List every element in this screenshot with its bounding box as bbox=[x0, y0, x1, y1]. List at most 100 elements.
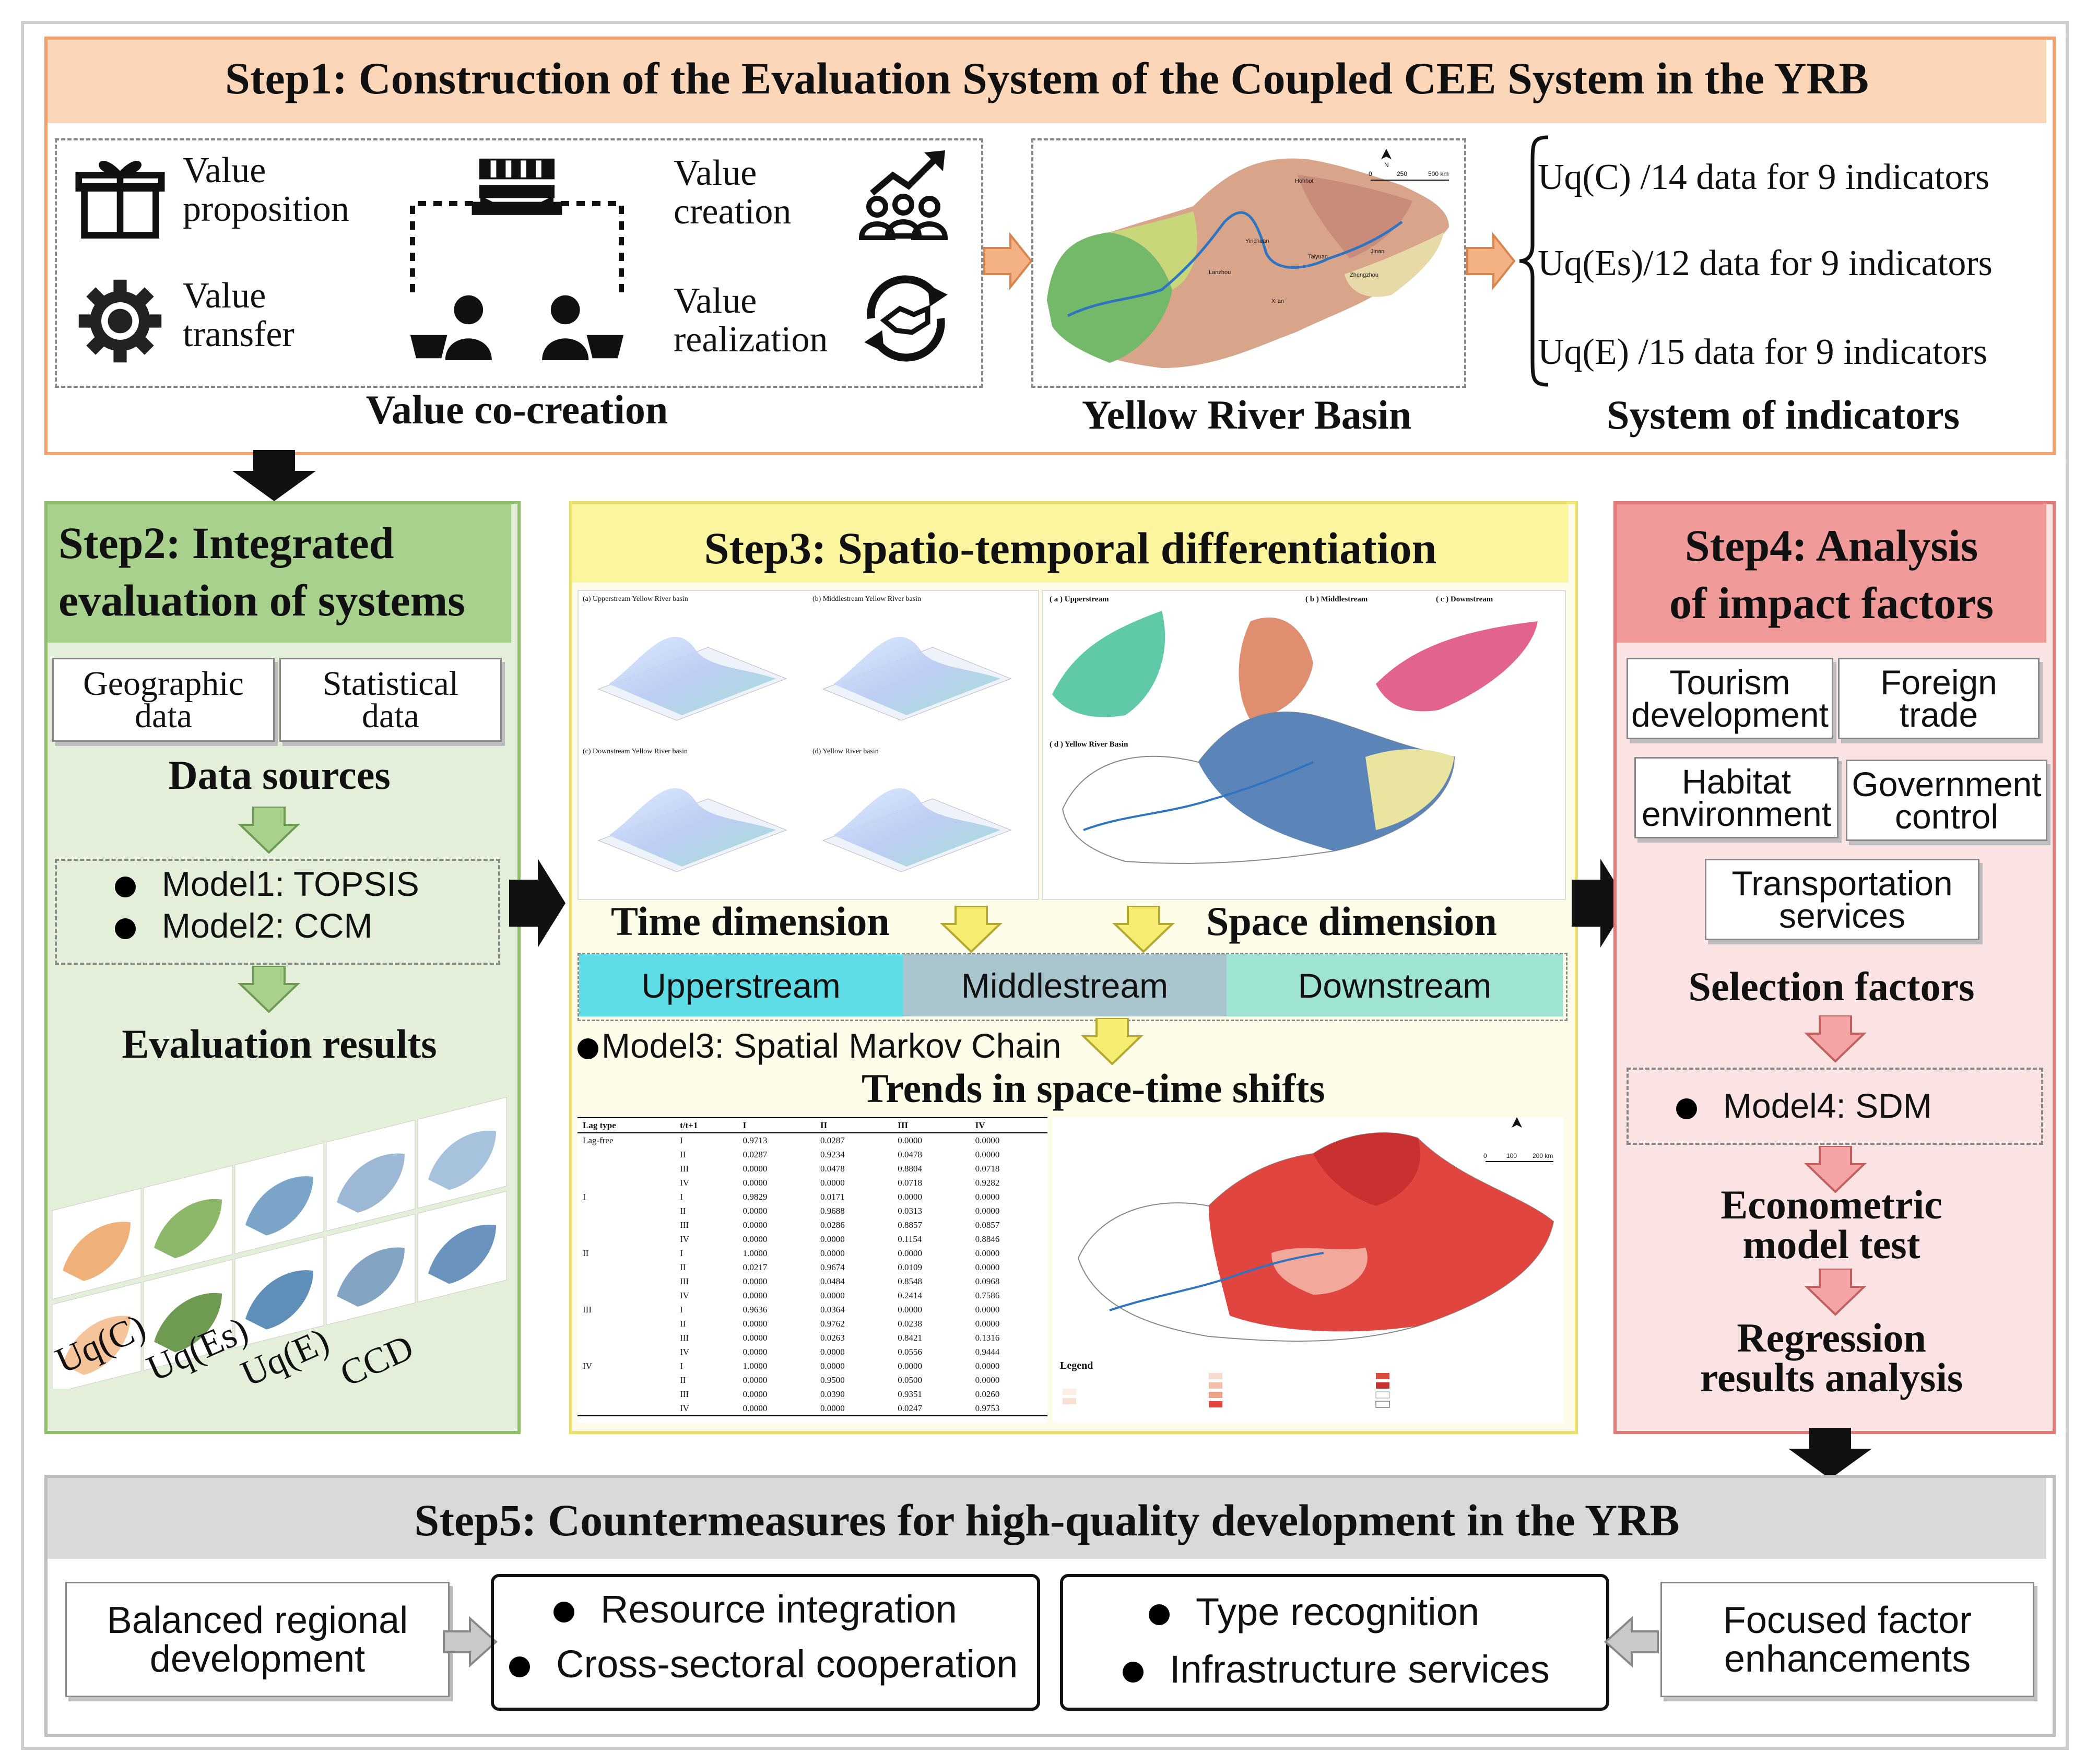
indicator-uqc: Uq(C) /14 data for 9 indicators bbox=[1538, 157, 1990, 197]
table-cell: 0.0556 bbox=[898, 1346, 923, 1357]
step4-title: Step4: Analysis of impact factors bbox=[1617, 517, 2046, 632]
table-cell: 0.9282 bbox=[975, 1177, 1000, 1188]
stream-upper: Upperstream bbox=[579, 954, 903, 1016]
step3-header bbox=[572, 504, 1569, 583]
svg-text:Hohhot: Hohhot bbox=[1295, 178, 1313, 184]
map-title-c: ( c ) Downstream bbox=[1436, 595, 1493, 603]
indicator-uqes: Uq(Es)/12 data for 9 indicators bbox=[1538, 243, 1993, 283]
doc-statistical-data-label: Statistical data bbox=[322, 664, 459, 735]
green-arrow-1 bbox=[238, 807, 300, 854]
table-cell: 0.2414 bbox=[898, 1290, 923, 1300]
map-title-b: ( b ) Middlestream bbox=[1305, 595, 1368, 603]
svg-text:Jinan: Jinan bbox=[1371, 248, 1384, 255]
table-cell: 0.0000 bbox=[898, 1248, 923, 1258]
table-cell: IV bbox=[680, 1177, 690, 1188]
table-cell bbox=[578, 1317, 675, 1331]
table-cell: 0.0287 bbox=[743, 1149, 768, 1159]
table-cell bbox=[578, 1288, 675, 1303]
table-cell: II bbox=[583, 1248, 589, 1258]
yrb-map-label: Yellow River Basin bbox=[1081, 392, 1412, 437]
left-bullet-1: Resource integration bbox=[553, 1587, 957, 1631]
table-cell: 0.0000 bbox=[975, 1375, 1000, 1385]
table-cell: I bbox=[680, 1360, 683, 1371]
doc-balanced-development: Balanced regional development bbox=[65, 1582, 450, 1697]
table-cell: 0.0478 bbox=[898, 1149, 923, 1159]
time-dimension-label: Time dimension bbox=[611, 898, 890, 944]
table-cell: III bbox=[680, 1332, 689, 1343]
doc-tourism-label: Tourism development bbox=[1631, 663, 1829, 734]
table-cell: 0.8857 bbox=[898, 1220, 923, 1230]
table-cell: 0.0478 bbox=[820, 1163, 845, 1174]
step5-header bbox=[48, 1478, 2046, 1559]
table-cell bbox=[578, 1373, 675, 1387]
step4-model-box bbox=[1627, 1068, 2043, 1145]
table-cell: 0.8421 bbox=[898, 1332, 923, 1343]
table-cell bbox=[578, 1204, 675, 1218]
table-cell: III bbox=[680, 1389, 689, 1399]
table-cell: I bbox=[680, 1304, 683, 1315]
surface-title-b: (b) Middlestream Yellow River basin bbox=[812, 595, 922, 603]
table-header-cell: t/t+1 bbox=[680, 1120, 698, 1130]
table-cell: 0.8804 bbox=[898, 1163, 923, 1174]
bullet-icon bbox=[1676, 1098, 1697, 1119]
table-cell: I bbox=[680, 1248, 683, 1258]
table-cell: 0.0000 bbox=[975, 1318, 1000, 1329]
arrow-step1-to-step2 bbox=[232, 450, 316, 501]
table-cell: 0.0000 bbox=[743, 1375, 768, 1385]
table-cell: 0.0238 bbox=[898, 1318, 923, 1329]
step2-title-line1: Step2: Integrated bbox=[58, 518, 394, 568]
svg-text:Yinchuan: Yinchuan bbox=[1245, 238, 1269, 244]
gift-icon bbox=[75, 161, 165, 239]
step1-title: Step1: Construction of the Evaluation Sy… bbox=[225, 53, 1869, 103]
table-cell: 0.0364 bbox=[820, 1304, 845, 1315]
table-cell: 0.0000 bbox=[975, 1262, 1000, 1272]
svg-text:0: 0 bbox=[1369, 170, 1372, 177]
table-header-cell: III bbox=[898, 1120, 909, 1130]
value-proposition-label: Value proposition bbox=[183, 150, 349, 229]
table-cell: 0.0000 bbox=[820, 1177, 845, 1188]
svg-text:500 km: 500 km bbox=[1428, 170, 1448, 177]
table-cell bbox=[578, 1387, 675, 1401]
red-arrow-3 bbox=[1804, 1269, 1867, 1316]
step4-title-line2: of impact factors bbox=[1669, 578, 1994, 628]
svg-text:200 km: 200 km bbox=[1533, 1152, 1553, 1159]
table-header-cell: I bbox=[743, 1120, 747, 1130]
left-bullets-box bbox=[491, 1574, 1040, 1711]
step1-header bbox=[48, 40, 2046, 123]
table-cell: 0.0000 bbox=[743, 1276, 768, 1286]
evaluation-maps-stack bbox=[52, 1097, 507, 1389]
table-cell: 0.0263 bbox=[820, 1332, 845, 1343]
surface-title-d: (d) Yellow River basin bbox=[812, 748, 879, 755]
bullet-icon bbox=[115, 918, 136, 939]
table-cell: III bbox=[583, 1304, 592, 1315]
red-arrow-1 bbox=[1804, 1015, 1867, 1062]
grey-arrow-right bbox=[1604, 1616, 1659, 1668]
table-cell: 0.0000 bbox=[820, 1360, 845, 1371]
value-cocreation-label: Value co-creation bbox=[366, 387, 668, 432]
table-cell: 0.9753 bbox=[975, 1403, 1000, 1413]
table-cell: 0.1316 bbox=[975, 1332, 1000, 1343]
table-cell bbox=[578, 1401, 675, 1416]
model3-label: Model3: Spatial Markov Chain bbox=[602, 1026, 1062, 1065]
bullet-icon bbox=[1123, 1662, 1144, 1683]
table-cell bbox=[578, 1218, 675, 1232]
model1-item: Model1: TOPSIS bbox=[115, 864, 419, 904]
table-cell: 0.0000 bbox=[975, 1304, 1000, 1315]
table-cell: 0.9444 bbox=[975, 1346, 1000, 1357]
table-cell: 0.0286 bbox=[820, 1220, 845, 1230]
table-cell: 0.0000 bbox=[743, 1346, 768, 1357]
table-cell: 0.0000 bbox=[898, 1304, 923, 1315]
table-cell: II bbox=[680, 1205, 686, 1216]
table-cell: III bbox=[680, 1163, 689, 1174]
right-bullet-1: Type recognition bbox=[1149, 1590, 1479, 1634]
green-arrow-2 bbox=[238, 966, 300, 1013]
value-creation-label: Value creation bbox=[674, 153, 792, 232]
